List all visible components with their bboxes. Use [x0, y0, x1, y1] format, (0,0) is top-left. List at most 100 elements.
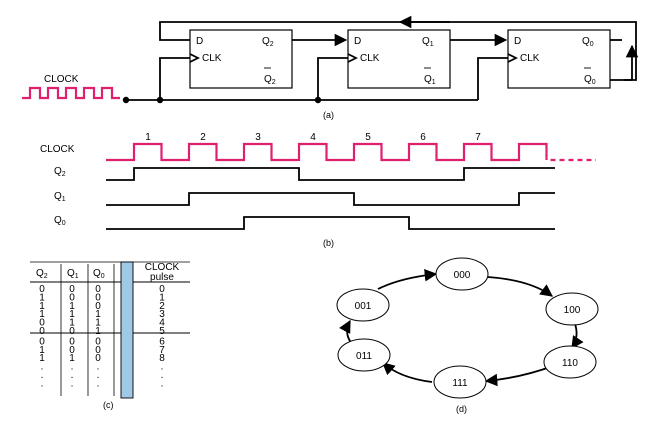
table-cell: . — [71, 370, 74, 381]
table-cell: 0 — [95, 353, 101, 364]
transition-arrow — [377, 268, 438, 290]
flipflop-q2 — [189, 29, 293, 89]
table-cell: 2 — [159, 301, 165, 312]
q-pin-label: Q1 — [422, 36, 434, 48]
pulse-number: 7 — [475, 132, 481, 143]
state-node-011 — [337, 338, 391, 372]
state-diagram: 000 100 110 111 011 001 (d) — [336, 257, 599, 414]
clk-pin-label: CLK — [202, 53, 222, 64]
table-cell: . — [41, 370, 44, 381]
counter-circuit: CLOCK D CLK Q2 Q2 D CLK Q1 Q1 D CLK Q0 Q… — [22, 15, 639, 120]
table-cell: 0 — [39, 284, 45, 295]
state-label: 011 — [356, 351, 372, 362]
table-cell: 0 — [159, 284, 165, 295]
clk-wire-ff1 — [317, 57, 348, 100]
pulse-number: 5 — [365, 132, 371, 143]
clk-pin-label: CLK — [520, 53, 540, 64]
table-cell: 0 — [95, 336, 101, 347]
table-cell: 5 — [159, 326, 165, 337]
ff0-labels: D CLK Q0 Q0 — [514, 36, 596, 86]
table-divider-bar — [120, 261, 134, 399]
d-pin-label: D — [354, 36, 361, 47]
table-cell: 3 — [159, 309, 165, 320]
clk-pin-label: CLK — [360, 53, 380, 64]
table-cell: 1 — [39, 309, 45, 320]
table-cell: 4 — [159, 318, 165, 329]
table-cell: 8 — [159, 353, 165, 364]
table-cell: . — [161, 370, 164, 381]
caption-c: (c) — [103, 400, 114, 410]
state-node-111 — [433, 365, 487, 399]
state-node-110 — [543, 345, 597, 379]
clk-triangle-icon — [347, 53, 359, 63]
q0-signal-label: Q0 — [54, 215, 66, 227]
table-cell: 1 — [95, 326, 101, 337]
caption-d: (d) — [456, 404, 467, 414]
table-cell: 1 — [39, 292, 45, 303]
junction-dot — [156, 96, 164, 104]
pulse-number: 1 — [145, 132, 151, 143]
table-cell: 1 — [69, 309, 75, 320]
table-cell: 1 — [95, 318, 101, 329]
table-cell: 0 — [95, 345, 101, 356]
clock-waveform — [106, 142, 548, 162]
q-pin-label: Q0 — [582, 36, 594, 48]
state-node-000 — [435, 257, 489, 291]
clock-source-waveform — [22, 86, 120, 100]
table-cell: 0 — [39, 326, 45, 337]
table-cell: . — [41, 362, 44, 373]
col-header-q0: Q0 — [93, 268, 105, 280]
table-cell: 1 — [159, 292, 165, 303]
col-header-pulse: pulse — [150, 272, 174, 283]
table-cell: 7 — [159, 345, 165, 356]
clk-triangle-icon — [189, 53, 201, 63]
table-cell: 1 — [39, 353, 45, 364]
table-cell: 0 — [69, 326, 75, 337]
state-label: 000 — [454, 270, 471, 281]
junction-dot — [314, 96, 322, 104]
pulse-number: 6 — [420, 132, 426, 143]
ff2-labels: D CLK Q2 Q2 — [196, 36, 276, 86]
state-label: 111 — [452, 378, 468, 389]
q2-waveform — [106, 167, 555, 181]
table-cell: 0 — [39, 318, 45, 329]
state-node-001 — [336, 288, 390, 322]
table-cell: . — [161, 378, 164, 389]
timing-clock-label: CLOCK — [40, 144, 75, 155]
table-cell: 0 — [69, 336, 75, 347]
table-cell: 0 — [69, 284, 75, 295]
qbar-pin-label: Q2 — [264, 74, 276, 86]
ff1-labels: D CLK Q1 Q1 — [354, 36, 436, 86]
table-cell: 6 — [159, 336, 165, 347]
clk-wire-ff0 — [477, 57, 508, 100]
caption-a: (a) — [323, 110, 334, 120]
qbar-pin-label: Q0 — [584, 74, 596, 86]
col-header-pulse: CLOCK — [145, 262, 180, 273]
table-cell: 0 — [69, 345, 75, 356]
table-cell: . — [71, 362, 74, 373]
flipflop-q1 — [347, 29, 451, 89]
pulse-number: 3 — [255, 132, 261, 143]
q-pin-label: Q2 — [262, 36, 274, 48]
table-cell: 0 — [39, 336, 45, 347]
state-label: 001 — [355, 301, 372, 312]
table-cell: 1 — [69, 318, 75, 329]
q1-waveform — [106, 192, 555, 206]
table-cell: 1 — [95, 309, 101, 320]
col-header-q2: Q2 — [36, 268, 48, 280]
d-pin-label: D — [514, 36, 521, 47]
state-label: 100 — [564, 305, 581, 316]
table-cell: . — [97, 378, 100, 389]
table-cell: . — [161, 362, 164, 373]
table-cell: 1 — [69, 353, 75, 364]
flipflop-q0 — [507, 29, 611, 89]
transition-arrow — [382, 362, 433, 383]
clk-wire-ff2 — [159, 57, 190, 100]
table-cell: 0 — [69, 292, 75, 303]
table-cell: . — [41, 378, 44, 389]
table-cell: . — [71, 378, 74, 389]
